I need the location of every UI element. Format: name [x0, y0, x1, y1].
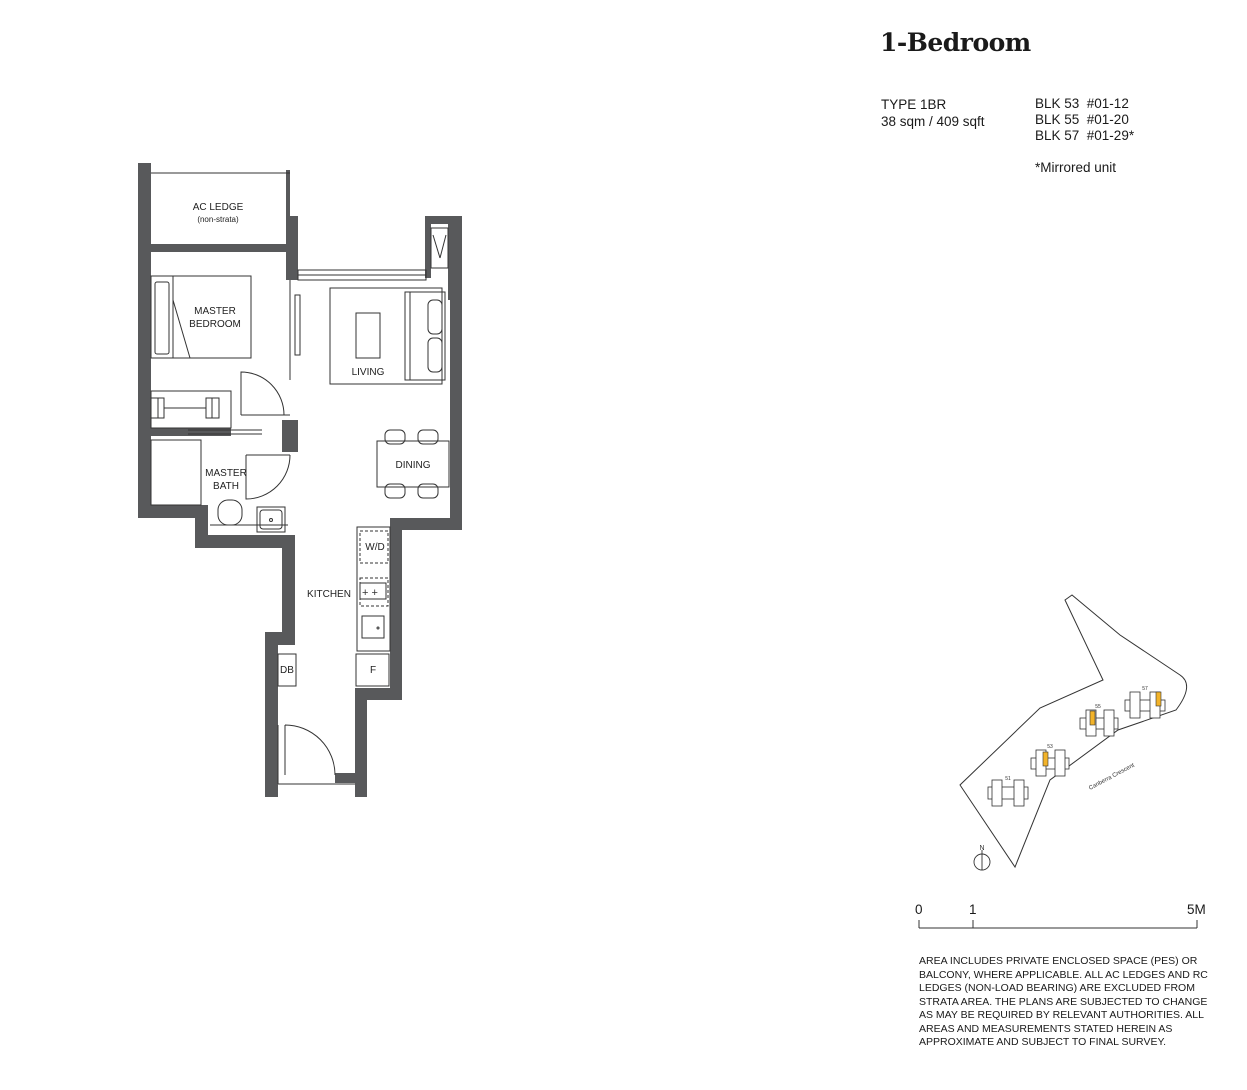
room-label-master-bath-1: MASTER	[205, 468, 247, 479]
site-label-block-53: 53	[1047, 744, 1053, 750]
room-label-wd: W/D	[365, 542, 384, 553]
site-label-block-55: 55	[1095, 704, 1101, 710]
road-label: Canberra Crescent	[1088, 763, 1136, 792]
walls	[138, 163, 462, 797]
site-block-51	[987, 779, 1029, 807]
scale-bar	[918, 920, 1198, 929]
site-buildings	[987, 691, 1166, 807]
north-arrow-icon: N	[973, 845, 991, 871]
unit-block-1: BLK 53 #01-12	[1035, 96, 1129, 111]
unit-blocks: BLK 53 #01-12 BLK 55 #01-20 BLK 57 #01-2…	[1035, 96, 1134, 144]
scale-label-5m: 5M	[1187, 902, 1206, 917]
page-title: 1-Bedroom	[880, 28, 1031, 57]
scale-label-0: 0	[915, 902, 923, 917]
room-label-fridge: F	[370, 665, 376, 676]
site-label-block-51: 51	[1005, 776, 1011, 782]
unit-type-info: TYPE 1BR 38 sqm / 409 sqft	[881, 96, 985, 130]
unit-area: 38 sqm / 409 sqft	[881, 114, 985, 129]
svg-text:+ +: + +	[362, 587, 378, 599]
room-label-master-bedroom-2: BEDROOM	[189, 319, 241, 330]
site-plan: 51 53 55 57 Canberra Crescent N	[959, 594, 1187, 871]
unit-type: TYPE 1BR	[881, 97, 947, 112]
floor-plan: + + AC LEDGE (non-strata) MASTER BEDROOM…	[138, 163, 462, 797]
unit-block-2: BLK 55 #01-20	[1035, 112, 1129, 127]
site-block-57	[1124, 691, 1166, 719]
site-boundary	[959, 594, 1187, 869]
unit-block-3: BLK 57 #01-29*	[1035, 128, 1135, 143]
site-block-53	[1030, 749, 1070, 777]
room-label-dining: DINING	[396, 460, 431, 471]
room-label-master-bath-2: BATH	[213, 481, 239, 492]
disclaimer-text: AREA INCLUDES PRIVATE ENCLOSED SPACE (PE…	[919, 955, 1208, 1048]
room-label-kitchen: KITCHEN	[307, 589, 351, 600]
mirrored-note: *Mirrored unit	[1035, 160, 1117, 175]
scale-label-1: 1	[969, 902, 977, 917]
north-label: N	[979, 845, 984, 852]
site-label-block-57: 57	[1142, 686, 1148, 692]
plan-stove-marks: + +	[362, 587, 378, 599]
room-label-master-bedroom-1: MASTER	[194, 306, 236, 317]
room-label-living: LIVING	[352, 367, 385, 378]
room-label-ac-ledge: AC LEDGE	[193, 202, 244, 213]
room-label-db: DB	[280, 665, 294, 676]
room-label-ac-ledge-note: (non-strata)	[197, 215, 239, 224]
highlighted-units	[1042, 691, 1162, 767]
plan-lines	[150, 172, 450, 785]
